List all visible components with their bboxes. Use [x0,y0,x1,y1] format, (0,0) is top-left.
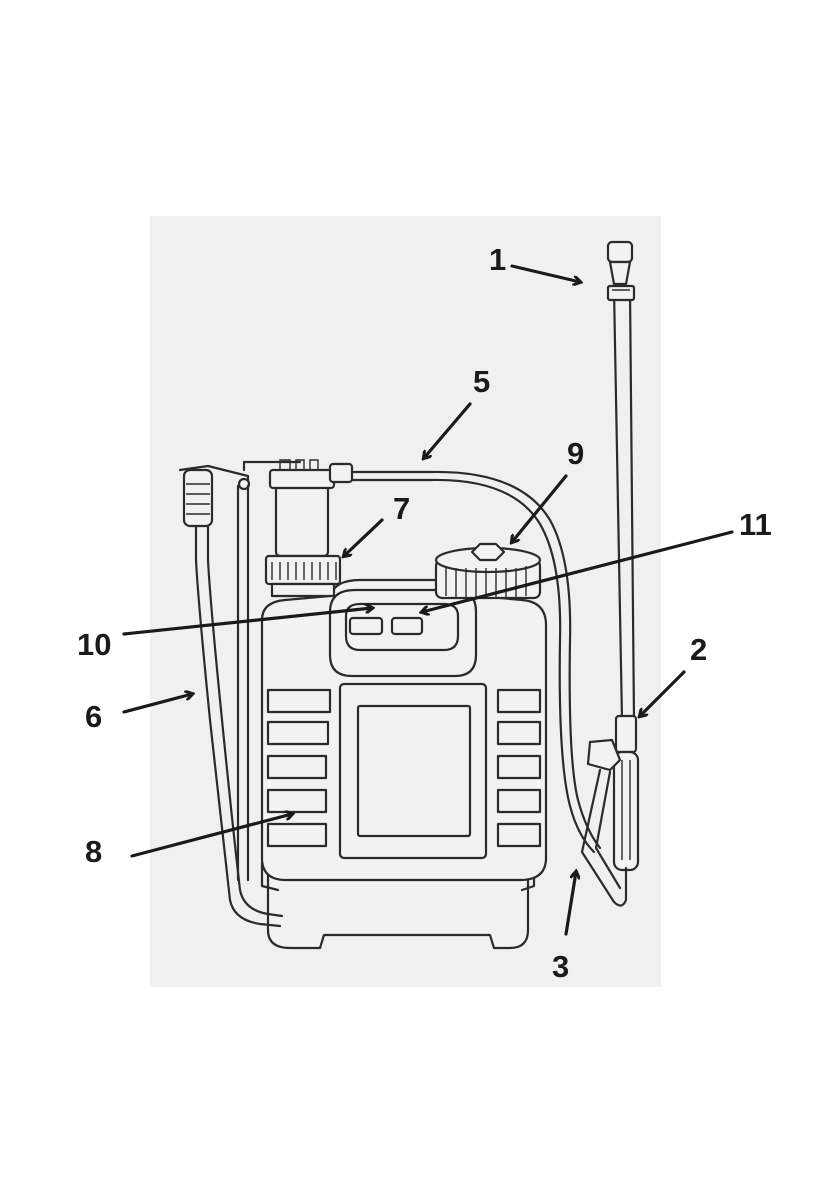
callout-10: 10 [77,627,111,662]
callout-6: 6 [85,699,102,734]
callout-8: 8 [85,834,102,869]
callout-9: 9 [567,436,584,471]
callout-2: 2 [690,632,707,667]
callout-3: 3 [552,949,569,984]
callout-1: 1 [489,242,506,277]
callout-5: 5 [473,364,490,399]
callout-7: 7 [393,491,410,526]
filler-cap [436,544,540,598]
callout-11: 11 [739,507,772,542]
tank [262,580,546,948]
